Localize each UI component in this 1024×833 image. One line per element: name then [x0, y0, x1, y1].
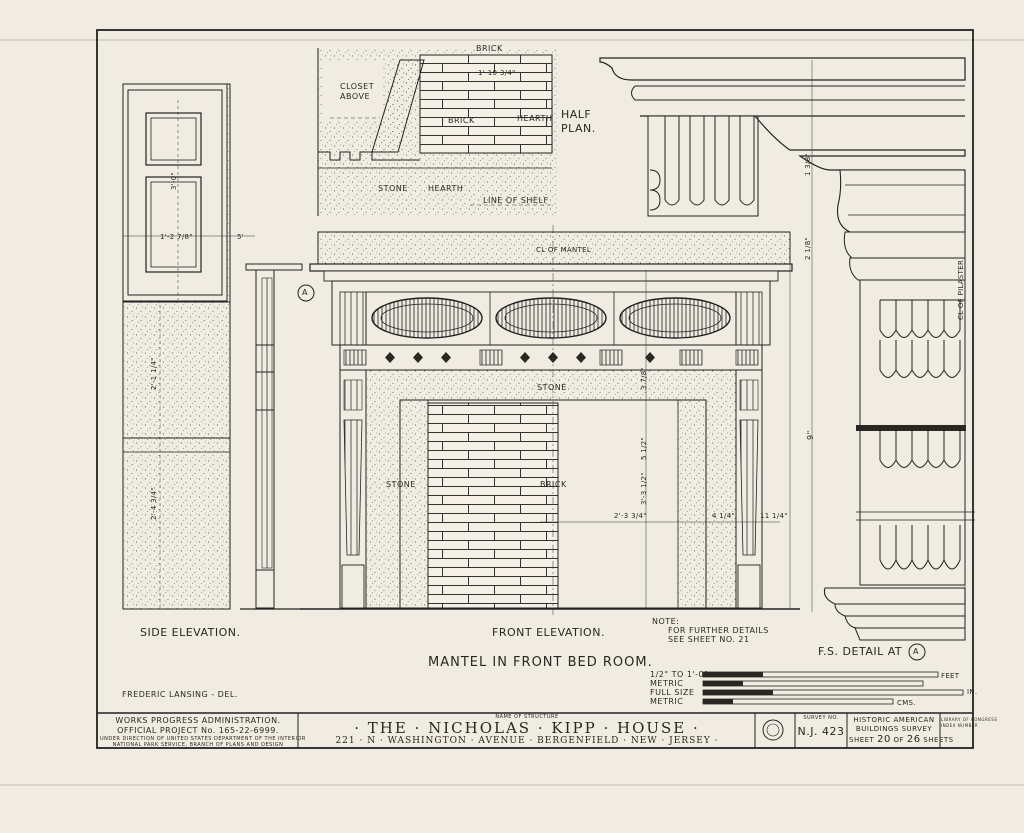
structure-address: 221 · N · WASHINGTON · AVENUE · BERGENFI…: [335, 736, 719, 746]
dim-5: 2'-1 1/4": [150, 357, 158, 390]
dim-12: 9": [806, 430, 815, 440]
dim-8: 2'-3 3/4": [614, 512, 647, 520]
agency-line-2: OFFICIAL PROJECT No. 165-22-6999.: [117, 726, 279, 735]
scale-unit-cm: CMS.: [897, 699, 916, 707]
dim-4: 5': [237, 233, 244, 241]
section-marker-text: A: [302, 288, 308, 297]
line-of-shelf: LINE OF SHELF: [483, 196, 549, 205]
plan-brick: BRICK: [448, 116, 475, 125]
note-line-3: SEE SHEET NO. 21: [668, 635, 750, 644]
title-block-lines: [97, 712, 973, 748]
cl-pilaster: CL OF PILASTER: [957, 259, 965, 320]
detail-label: F.S. DETAIL AT: [818, 645, 903, 658]
half-plan-label: HALF PLAN.: [561, 108, 596, 135]
habs-line-1: HISTORIC AMERICAN: [853, 716, 935, 724]
dim-10: 4 1/4": [712, 512, 735, 520]
dim-15: 3 7/8": [640, 367, 648, 390]
library-line-1: LIBRARY OF CONGRESS: [941, 717, 998, 722]
detail-marker-text: A: [913, 647, 919, 656]
dim-11: 2 1/8": [804, 237, 812, 260]
front-brick: BRICK: [540, 480, 567, 489]
agency-line-3: UNDER DIRECTION OF UNITED STATES DEPARTM…: [100, 736, 306, 742]
name-caption: NAME OF STRUCTURE: [495, 714, 559, 720]
side-elevation-label: SIDE ELEVATION.: [140, 626, 241, 639]
plan-hearth-label: HEARTH: [517, 114, 553, 123]
half-plan: [317, 48, 558, 216]
detail-marker-a: [908, 643, 926, 661]
scale-unit-in: IN.: [967, 688, 978, 696]
graphic-scales: [702, 671, 964, 705]
dim-3: 1'-2 7/8": [160, 233, 193, 241]
dim-1: 1'-10 3/4": [478, 69, 516, 77]
delineator: FREDERIC LANSING - DEL.: [122, 690, 238, 699]
plan-hearth-lower: HEARTH: [428, 184, 464, 193]
dim-13: 1 3/8": [804, 153, 812, 176]
scale-label-2: METRIC: [650, 679, 684, 688]
note-line-1: NOTE:: [652, 617, 680, 626]
section-marker-a: [297, 284, 315, 302]
side-elevation: [122, 83, 303, 610]
agency-line-1: WORKS PROGRESS ADMINISTRATION.: [115, 716, 281, 725]
survey-caption: SURVEY NO.: [803, 715, 839, 721]
scale-unit-ft: FEET: [941, 672, 960, 680]
front-elevation-label: FRONT ELEVATION.: [492, 626, 605, 639]
structure-name: · THE · NICHOLAS · KIPP · HOUSE ·: [354, 719, 700, 737]
sheet-border: [96, 29, 974, 749]
survey-number: N.J. 423: [797, 725, 845, 738]
note-line-2: FOR FURTHER DETAILS: [668, 626, 769, 635]
scale-label-1: 1/2" TO 1'-0": [650, 670, 709, 679]
drawing-title: MANTEL IN FRONT BED ROOM.: [428, 655, 653, 670]
dim-6: 2'-4 3/4": [150, 487, 158, 520]
scale-label-4: METRIC: [650, 697, 684, 706]
front-stone-left: STONE: [386, 480, 416, 489]
dim-14: 5 1/2": [640, 437, 648, 460]
closet-above: CLOSET ABOVE: [340, 82, 375, 101]
cl-mantel: CL OF MANTEL: [536, 246, 592, 254]
library-line-2: INDEX NUMBER: [941, 723, 979, 728]
habs-line-2: BUILDINGS SURVEY: [855, 725, 933, 733]
plan-brick-top: BRICK: [476, 44, 503, 53]
front-elevation: [300, 225, 800, 615]
dim-9: 11 1/4": [760, 512, 788, 520]
dim-7: 3'-3 1/2": [640, 472, 648, 505]
full-size-detail: [599, 57, 975, 641]
front-stone-top: STONE: [537, 383, 567, 392]
dim-2: 3'-0": [170, 171, 178, 190]
agency-line-4: NATIONAL PARK SERVICE, BRANCH OF PLANS A…: [112, 742, 284, 748]
scale-label-3: FULL SIZE: [650, 688, 695, 697]
plan-stone: STONE: [378, 184, 408, 193]
sheet-count: SHEET 20 OF 26 SHEETS: [849, 734, 954, 745]
